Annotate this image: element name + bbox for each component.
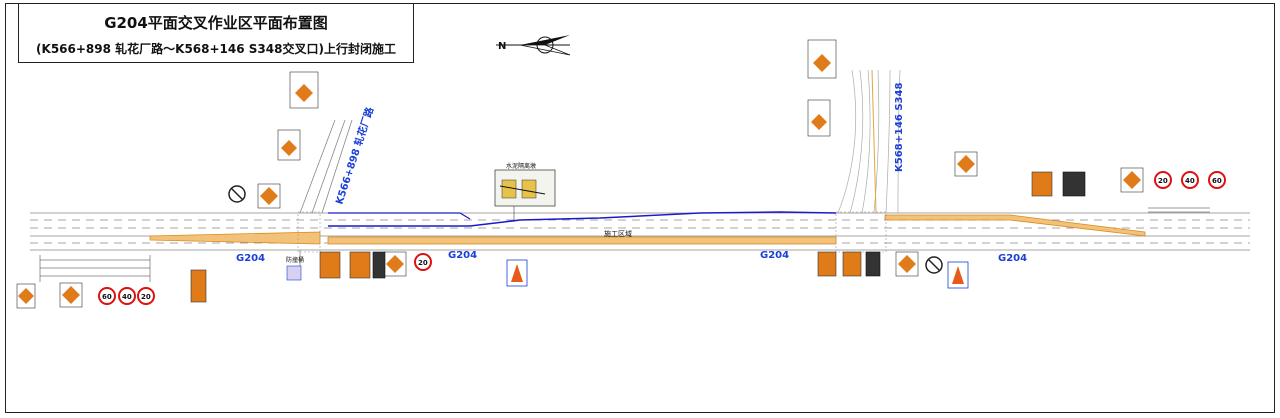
left-cross-road-label: K566+898 轧花厂路	[332, 105, 376, 206]
speed-20-value: 20	[141, 293, 151, 301]
drawing-frame	[5, 3, 1275, 413]
distance-markers	[39, 207, 1210, 282]
no-turn-sign-icon	[228, 185, 943, 274]
speed-limit-sign-60-icon	[98, 171, 1226, 305]
right-cross-road	[837, 69, 901, 214]
barrier-callout-label: 水泥隔离墩	[506, 162, 536, 170]
g204-label-1: G204	[236, 253, 265, 264]
title-block: G204平面交叉作业区平面布置图 (K566+898 轧花厂路～K568+146…	[18, 3, 414, 63]
construction-warning-sign-icon	[16, 39, 1144, 309]
main-road	[30, 212, 1250, 251]
chevron-board-icon	[190, 171, 1053, 303]
speed-40-value: 40	[122, 293, 132, 301]
traffic-cone-icon	[506, 259, 969, 289]
s348-orange-center	[871, 69, 877, 214]
speed-limit-sign-40-icon	[118, 171, 1199, 305]
svg-text:N: N	[498, 41, 506, 52]
speed-20-value-mid: 20	[418, 259, 428, 267]
speed-60-value-right: 60	[1212, 177, 1222, 185]
left-crosswalk	[297, 211, 321, 253]
speed-60-value: 60	[102, 293, 112, 301]
barrier-callout	[494, 169, 556, 222]
work-zone-area	[149, 214, 1146, 245]
speed-limit-sign-20-icon	[137, 171, 1172, 305]
speed-20-value-right: 20	[1158, 177, 1168, 185]
right-crosswalk	[835, 211, 887, 253]
blue-diversion-line-upper	[328, 212, 471, 220]
g204-label-2: G204	[448, 250, 477, 261]
speed-40-value-right: 40	[1185, 177, 1195, 185]
g204-label-4: G204	[998, 253, 1027, 264]
g204-label-3: G204	[760, 250, 789, 261]
work-zone-label: 施工区域	[604, 229, 632, 238]
arrow-board-dark-icon	[372, 171, 1086, 279]
drawing-title: G204平面交叉作业区平面布置图	[104, 14, 328, 32]
crash-barrel-legend	[286, 265, 302, 281]
right-cross-road-label: K568+146 S348	[894, 83, 905, 172]
north-arrow-icon: N	[496, 35, 571, 56]
blue-diversion-line	[328, 211, 837, 227]
flagger-label: 防撞桶	[286, 256, 304, 264]
drawing-subtitle: (K566+898 轧花厂路～K568+146 S348交叉口)上行封闭施工	[36, 42, 396, 56]
